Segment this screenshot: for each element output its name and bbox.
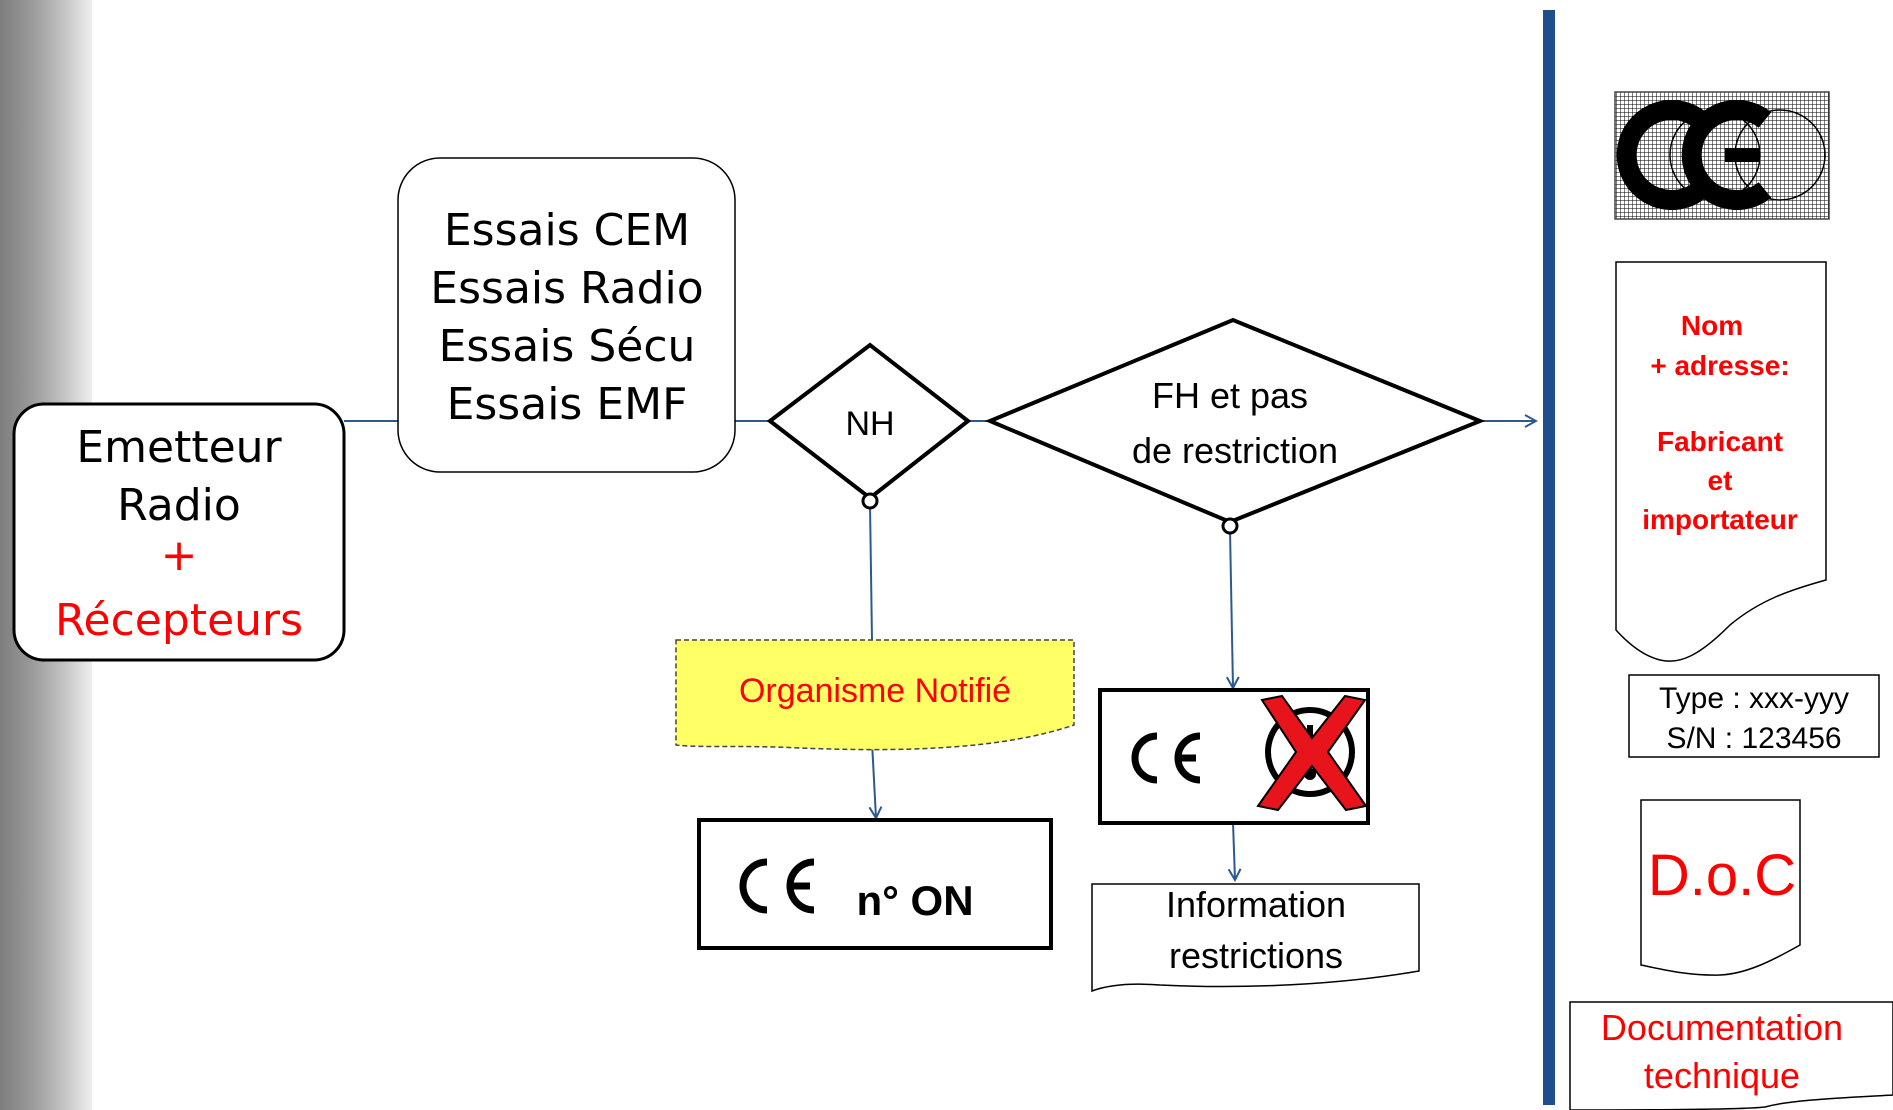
decision-nh-label: NH xyxy=(845,405,894,443)
panel-doc-label: D.o.C xyxy=(1648,843,1796,908)
notified-body-note: Organisme Notifié xyxy=(675,639,1075,751)
panel-type-plate: Type : xxx-yyy S/N : 123456 xyxy=(1628,674,1880,758)
tests-line3: Essais Sécu xyxy=(439,321,696,372)
tests-line2: Essais Radio xyxy=(430,263,703,314)
decision-nh-port xyxy=(861,492,879,510)
panel-name-address-doc: Nom + adresse: Fabricant et importateur xyxy=(1615,261,1827,662)
emitter-line2: Radio xyxy=(117,480,241,531)
decision-fh: FH et pas de restriction xyxy=(984,317,1486,535)
emitter-line3: Récepteurs xyxy=(55,595,303,646)
restriction-info-line2: restrictions xyxy=(1169,935,1343,976)
ce-mark-icon xyxy=(1616,100,1772,210)
ce-on-marking-box: n° ON xyxy=(697,818,1053,950)
restriction-info-line1: Information xyxy=(1166,884,1346,925)
tests-box: Essais CEM Essais Radio Essais Sécu Essa… xyxy=(397,157,736,473)
tests-line1: Essais CEM xyxy=(444,205,690,256)
panel-name-line4: et xyxy=(1708,465,1733,496)
connectors xyxy=(344,421,1536,880)
panel-tech-line2: technique xyxy=(1644,1055,1800,1096)
panel-name-line2: + adresse: xyxy=(1650,350,1789,381)
ce-mark-icon xyxy=(739,858,815,914)
decision-fh-line1: FH et pas xyxy=(1152,375,1308,416)
connector-fh-ce-alert-arrow xyxy=(1230,529,1233,688)
panel-tech-doc: Documentation technique xyxy=(1569,1001,1893,1110)
emitter-box: Emetteur Radio + Récepteurs xyxy=(12,402,346,662)
connector-ce-alert-info-arrow xyxy=(1233,821,1235,880)
restriction-info-doc: Information restrictions xyxy=(1091,883,1420,993)
panel-ce-logo xyxy=(1614,91,1830,220)
panel-name-line1: Nom xyxy=(1681,310,1743,341)
panel-name-line5: importateur xyxy=(1642,504,1798,535)
panel-type-line1: Type : xxx-yyy xyxy=(1659,682,1849,715)
ce-mark-icon xyxy=(1131,732,1201,784)
tests-line4: Essais EMF xyxy=(447,379,688,430)
emitter-plus: + xyxy=(161,530,198,581)
vertical-divider xyxy=(1543,10,1555,1105)
ce-alert-marking-box xyxy=(1098,688,1370,825)
emitter-line1: Emetteur xyxy=(76,422,282,473)
ce-on-label: n° ON xyxy=(856,877,973,924)
connector-nh-notified xyxy=(869,504,873,641)
red-cross-icon xyxy=(1256,694,1368,812)
notified-body-label: Organisme Notifié xyxy=(739,672,1011,710)
panel-type-line2: S/N : 123456 xyxy=(1666,722,1841,755)
decision-fh-port xyxy=(1221,517,1239,535)
panel-doc-document: D.o.C xyxy=(1640,799,1801,976)
panel-tech-line1: Documentation xyxy=(1601,1007,1843,1048)
decision-nh: NH xyxy=(766,342,972,510)
decision-fh-line2: de restriction xyxy=(1132,430,1338,471)
connector-notified-ce-on-arrow xyxy=(872,741,876,818)
panel-name-line3: Fabricant xyxy=(1657,426,1783,457)
